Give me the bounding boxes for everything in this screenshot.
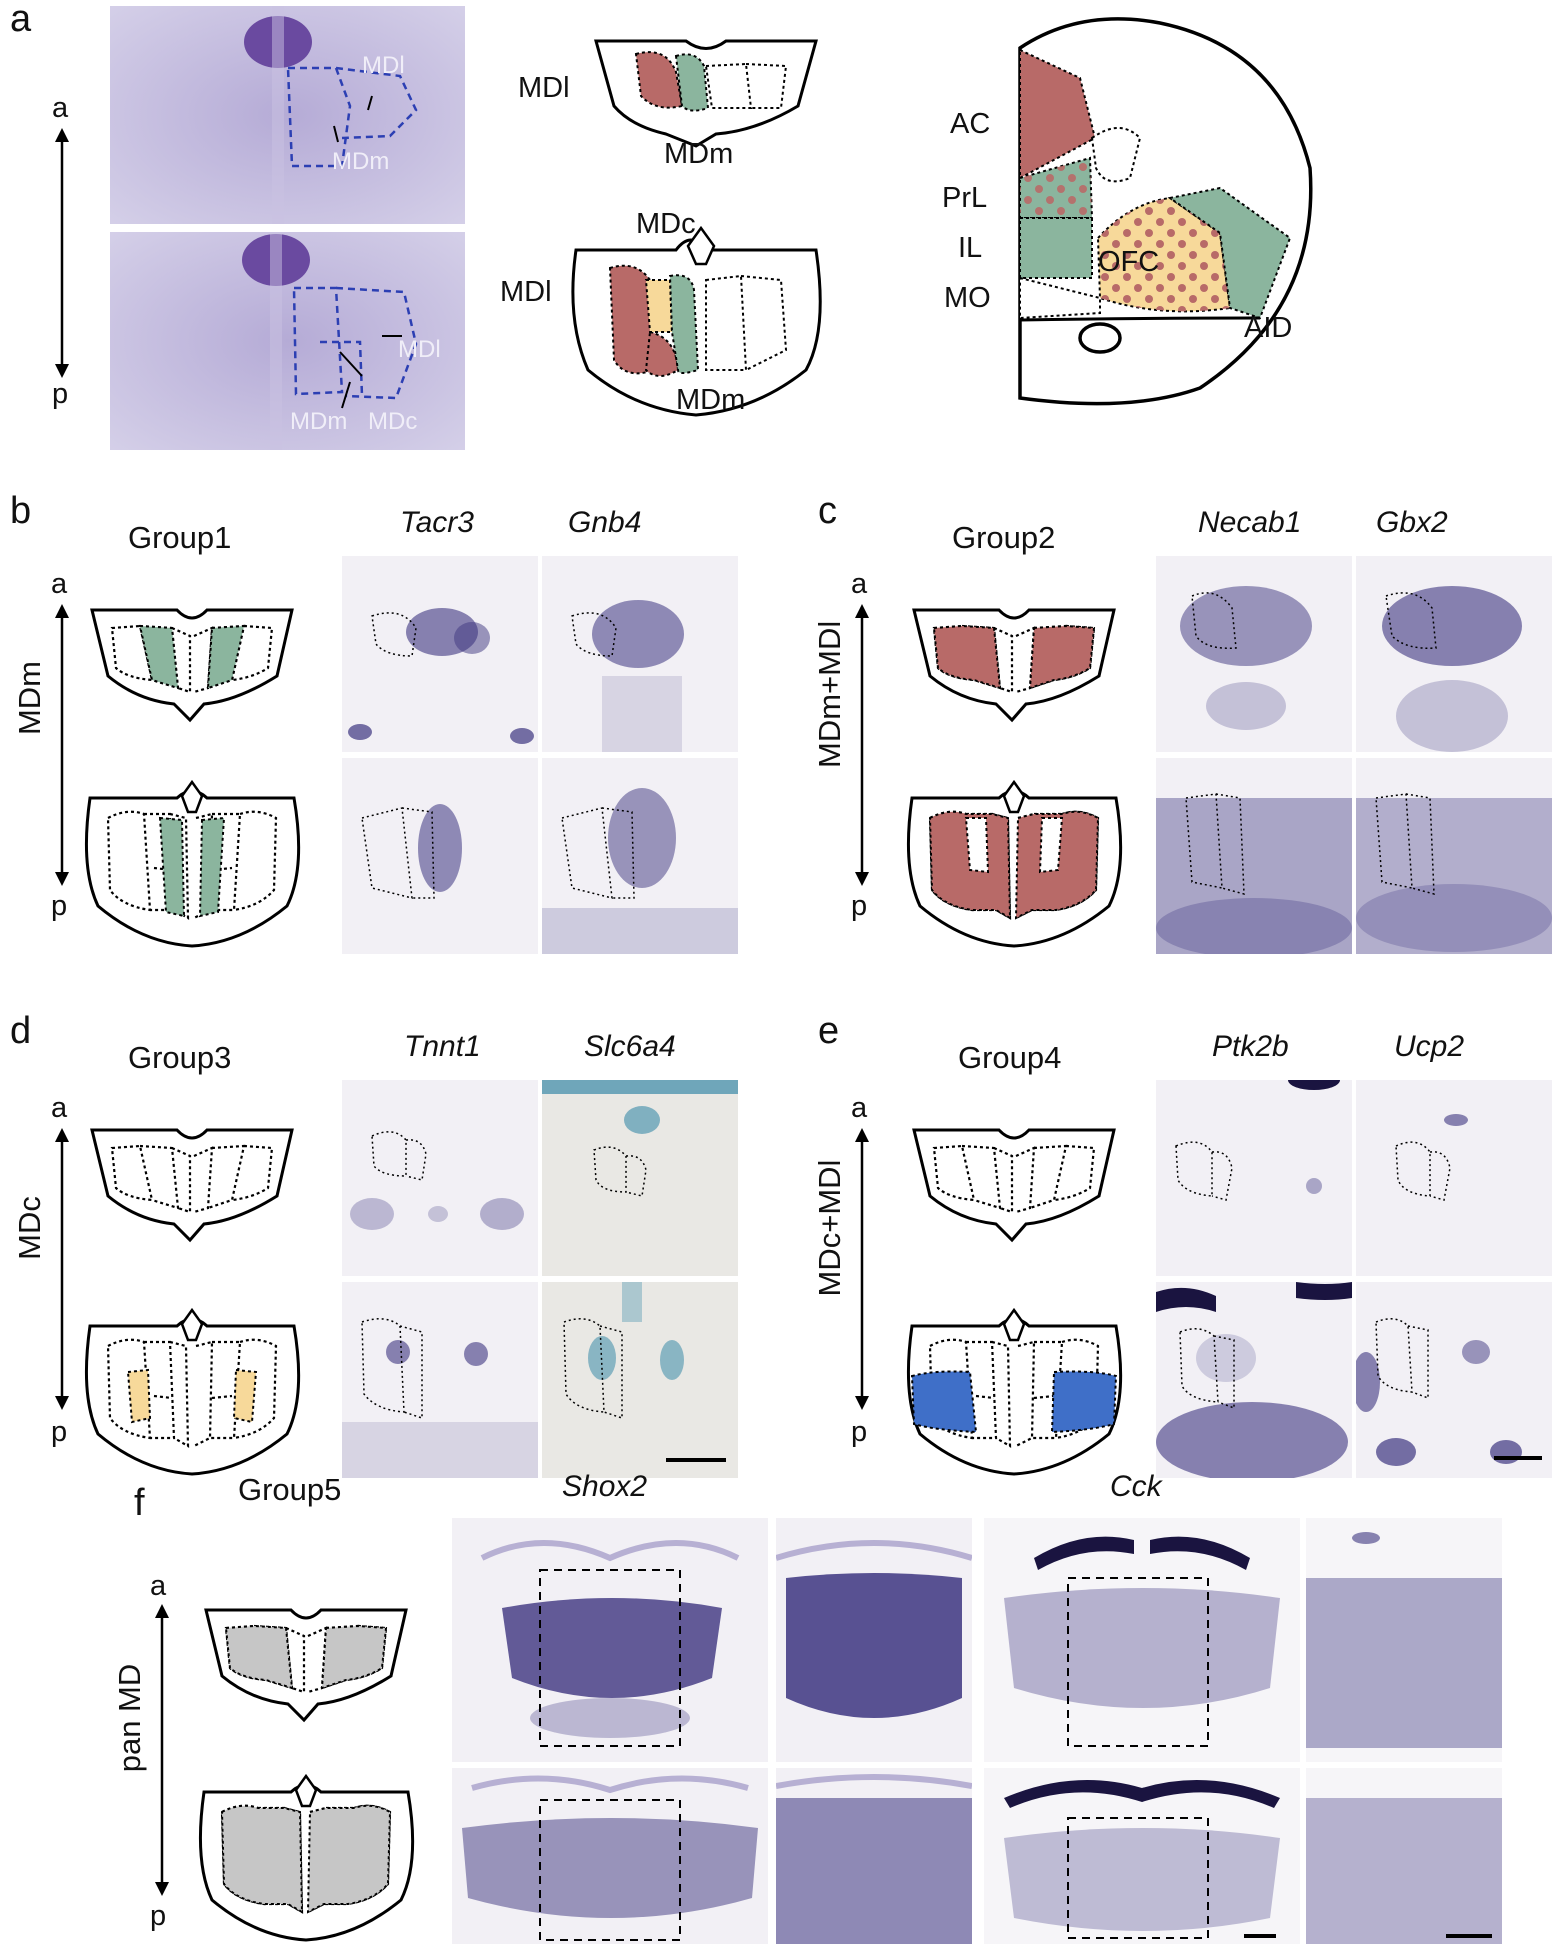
- panel-f-ap-arrow: [155, 1604, 169, 1896]
- panel-e-axis-posterior: p: [851, 1416, 868, 1448]
- panel-f-gene-2: Cck: [1110, 1470, 1162, 1503]
- panel-b-axis-posterior: p: [51, 890, 68, 922]
- ish-ptk2b-posterior: [1156, 1282, 1352, 1478]
- panel-d-schematic-posterior: [84, 1308, 301, 1476]
- panel-f-schematic-anterior: [204, 1608, 408, 1722]
- ish-cck-posterior: [984, 1768, 1300, 1944]
- panel-d-region-label: MDc: [12, 1196, 47, 1260]
- nissl-mdm-label-top: MDm: [332, 148, 390, 175]
- schematic-mdc-label: MDc: [636, 208, 696, 240]
- panel-f-schematic-posterior: [198, 1774, 415, 1942]
- panel-d-axis-anterior: a: [51, 1092, 68, 1124]
- cortex-ac-label: AC: [950, 108, 991, 140]
- panel-d-gene-2: Slc6a4: [584, 1030, 676, 1063]
- panel-c-schematic-anterior: [912, 608, 1116, 722]
- panel-e-schematic-posterior: [906, 1308, 1123, 1476]
- panel-b-label: b: [10, 490, 32, 532]
- nissl-section-anterior: MDl MDm: [110, 6, 465, 224]
- nissl-mdc-label-bottom: MDc: [368, 408, 418, 435]
- panel-c-label: c: [818, 490, 837, 532]
- panel-d-ap-arrow: [55, 1128, 69, 1410]
- panel-b-schematic-anterior: [90, 608, 294, 722]
- panel-b-ap-arrow: [55, 604, 69, 886]
- ish-ucp2-posterior: [1356, 1282, 1552, 1478]
- ish-gnb4-posterior: [542, 758, 738, 954]
- ish-shox2-posterior: [452, 1768, 768, 1944]
- ish-slc6a4-anterior: [542, 1080, 738, 1276]
- ish-tacr3-anterior: [342, 556, 538, 752]
- ish-gbx2-posterior: [1356, 758, 1552, 954]
- ish-tnnt1-posterior: [342, 1282, 538, 1478]
- cortex-ofc-label: OFC: [1098, 246, 1160, 278]
- panel-b-region-label: MDm: [12, 660, 47, 736]
- panel-d-axis-posterior: p: [51, 1416, 68, 1448]
- schematic-a-anterior: [594, 39, 818, 148]
- panel-e-label: e: [818, 1010, 840, 1052]
- cortex-schematic: [1018, 17, 1313, 406]
- panel-c-gene-2: Gbx2: [1376, 506, 1448, 539]
- panel-f-gene-1: Shox2: [562, 1470, 648, 1503]
- ish-cck-posterior-zoom: [1306, 1768, 1502, 1944]
- panel-e-schematic-anterior: [912, 1128, 1116, 1242]
- panel-f-group-label: Group5: [238, 1472, 342, 1507]
- panel-e-axis-anterior: a: [851, 1092, 868, 1124]
- nissl-mdl-label-bottom: MDl: [398, 336, 441, 363]
- panel-b-gene-1: Tacr3: [400, 506, 474, 539]
- cortex-il-label: IL: [958, 232, 983, 264]
- panel-f-label: f: [134, 1482, 145, 1524]
- nissl-section-posterior: MDl MDm MDc: [110, 232, 465, 450]
- panel-d-label: d: [10, 1010, 32, 1052]
- panel-c-region-label: MDm+MDl: [812, 620, 847, 768]
- axis-posterior-label: p: [52, 378, 69, 410]
- ish-cck-anterior: [984, 1518, 1300, 1762]
- ish-necab1-posterior: [1156, 758, 1352, 954]
- panel-e-group-label: Group4: [958, 1040, 1062, 1075]
- panel-c-gene-1: Necab1: [1198, 506, 1302, 539]
- axis-anterior-label: a: [52, 92, 69, 124]
- ish-shox2-anterior: [452, 1518, 768, 1762]
- cortex-aid-label: AID: [1244, 312, 1293, 344]
- ish-ucp2-anterior: [1356, 1080, 1552, 1276]
- panel-c-schematic-posterior: [906, 780, 1123, 948]
- panel-b-axis-anterior: a: [51, 568, 68, 600]
- ish-shox2-anterior-zoom: [776, 1518, 972, 1762]
- cortex-prl-label: PrL: [942, 182, 988, 214]
- panel-c-group-label: Group2: [952, 520, 1056, 555]
- schematic-mdm-label-top: MDm: [664, 138, 734, 170]
- ish-gnb4-anterior: [542, 556, 738, 752]
- panel-f-axis-posterior: p: [150, 1900, 167, 1932]
- panel-d-gene-1: Tnnt1: [404, 1030, 481, 1063]
- nissl-mdl-label-top: MDl: [362, 52, 405, 79]
- panel-c-ap-arrow: [855, 604, 869, 886]
- ap-axis-arrow: [55, 128, 69, 378]
- panel-d-schematic-anterior: [90, 1128, 294, 1242]
- ish-ptk2b-anterior: [1156, 1080, 1352, 1276]
- panel-e-gene-2: Ucp2: [1394, 1030, 1465, 1063]
- panel-a-label: a: [10, 0, 32, 40]
- nissl-mdm-label-bottom: MDm: [290, 408, 348, 435]
- panel-c-axis-posterior: p: [851, 890, 868, 922]
- panel-e-region-label: MDc+MDl: [812, 1159, 847, 1297]
- panel-e-gene-1: Ptk2b: [1212, 1030, 1289, 1063]
- schematic-mdm-label-bottom: MDm: [676, 384, 746, 416]
- schematic-mdl-label-top: MDl: [518, 72, 570, 104]
- schematic-mdl-label-bottom: MDl: [500, 276, 552, 308]
- ish-cck-anterior-zoom: [1306, 1518, 1502, 1762]
- panel-b-gene-2: Gnb4: [568, 506, 642, 539]
- schematic-a-posterior: [571, 225, 822, 417]
- cortex-mo-label: MO: [944, 282, 991, 314]
- ish-tnnt1-anterior: [342, 1080, 538, 1276]
- ish-tacr3-posterior: [342, 758, 538, 954]
- ish-slc6a4-posterior: [542, 1282, 738, 1478]
- panel-e-ap-arrow: [855, 1128, 869, 1410]
- ish-shox2-posterior-zoom: [776, 1768, 972, 1944]
- panel-f-region-label: pan MD: [112, 1663, 147, 1773]
- panel-b-schematic-posterior: [84, 780, 301, 948]
- ish-gbx2-anterior: [1356, 556, 1552, 752]
- panel-c-axis-anterior: a: [851, 568, 868, 600]
- panel-b-group-label: Group1: [128, 520, 232, 555]
- panel-f-axis-anterior: a: [150, 1570, 167, 1602]
- panel-d-group-label: Group3: [128, 1040, 232, 1075]
- ish-necab1-anterior: [1156, 556, 1352, 752]
